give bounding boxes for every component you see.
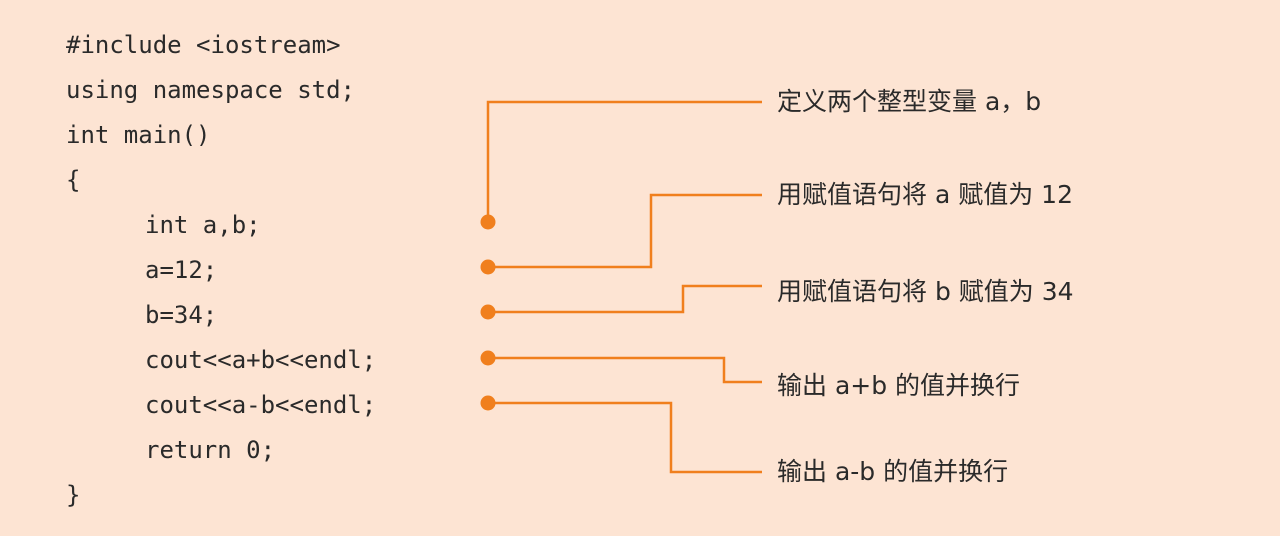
code-line-using: using namespace std;	[66, 76, 355, 104]
code-line-return: return 0;	[145, 436, 276, 464]
annotation-cout-diff: 输出 a-b 的值并换行	[777, 457, 1009, 486]
connector-dot-declare	[480, 214, 496, 230]
code-line-open-brace: {	[66, 166, 81, 194]
annotation-cout-sum: 输出 a+b 的值并换行	[777, 371, 1021, 400]
code-line-main: int main()	[66, 121, 211, 149]
connector-dot-assign-b	[480, 304, 496, 320]
code-line-close-brace: }	[66, 481, 81, 509]
connector-line-cout-sum	[488, 356, 762, 384]
code-line-cout-sum: cout<<a+b<<endl;	[145, 346, 377, 374]
code-line-declare: int a,b;	[145, 211, 261, 239]
code-line-include: #include <iostream>	[66, 31, 341, 59]
code-line-cout-diff: cout<<a-b<<endl;	[145, 391, 377, 419]
connector-dot-cout-sum	[480, 350, 496, 366]
connector-line-declare	[486, 100, 762, 222]
annotation-assign-a: 用赋值语句将 a 赋值为 12	[777, 180, 1073, 209]
connector-dot-cout-diff	[480, 395, 496, 411]
connector-line-cout-diff	[488, 401, 762, 474]
annotation-declare: 定义两个整型变量 a，b	[777, 87, 1042, 116]
code-line-assign-b: b=34;	[145, 301, 218, 329]
connector-line-assign-a	[488, 193, 762, 269]
code-line-assign-a: a=12;	[145, 256, 218, 284]
connector-dot-assign-a	[480, 259, 496, 275]
annotation-assign-b: 用赋值语句将 b 赋值为 34	[777, 277, 1074, 306]
connector-line-assign-b	[488, 284, 762, 314]
